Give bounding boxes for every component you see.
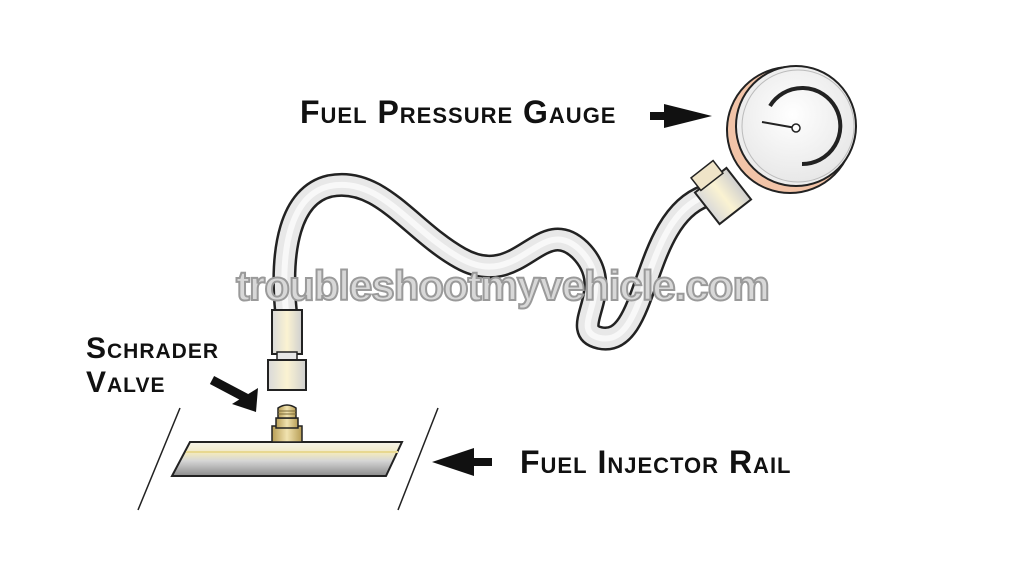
fuel-injector-rail	[170, 441, 404, 477]
fuel-pressure-gauge	[689, 65, 857, 226]
label-fuel-pressure-gauge: Fuel Pressure Gauge	[300, 94, 617, 130]
break-line-left	[137, 407, 181, 511]
gauge-dial-arc	[768, 86, 843, 167]
hose-fitting	[267, 309, 307, 391]
gauge-needle	[761, 121, 797, 129]
arrow-to-rail-icon	[432, 448, 492, 476]
watermark: troubleshootmyvehicle.com	[235, 261, 771, 310]
label-schrader-valve-line2: Valve	[86, 366, 166, 399]
label-schrader-valve: Schrader Valve	[86, 332, 219, 400]
label-fuel-injector-rail: Fuel Injector Rail	[520, 444, 792, 480]
arrow-to-valve-icon	[209, 376, 258, 412]
break-line-right	[397, 407, 439, 511]
fuel-hose	[272, 172, 717, 351]
label-schrader-valve-line1: Schrader	[86, 332, 220, 365]
arrow-to-gauge-icon	[650, 104, 712, 128]
schrader-valve	[271, 404, 303, 443]
